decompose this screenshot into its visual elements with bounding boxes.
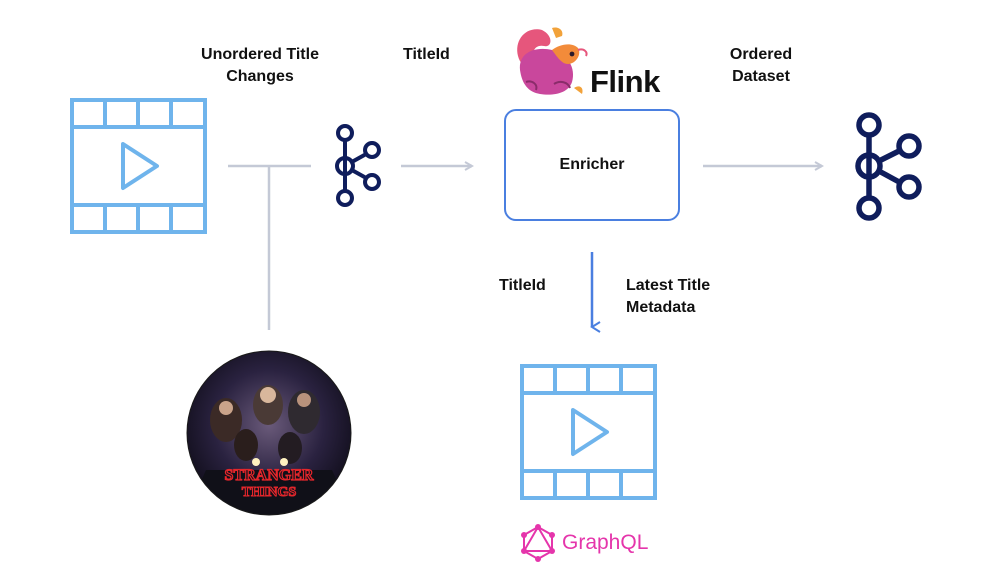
- graphql-icon: [521, 524, 555, 562]
- poster-title-line1: STRANGER: [225, 467, 314, 484]
- flink-squirrel-icon: [517, 27, 588, 95]
- kafka-icon: [335, 124, 381, 207]
- film-play-icon: [520, 364, 657, 500]
- ordered-label-line2: Dataset: [732, 68, 790, 85]
- latest-title-metadata-label: Latest Title Metadata: [626, 275, 710, 319]
- graphql-label: GraphQL: [562, 531, 649, 554]
- titleid-top-label: TitleId: [403, 46, 450, 63]
- unordered-label-line2: Changes: [226, 68, 294, 85]
- enricher-label: Enricher: [559, 156, 625, 173]
- enricher-box: Enricher: [504, 109, 680, 221]
- latest-label-line2: Metadata: [626, 299, 696, 316]
- film-play-icon: [70, 98, 207, 234]
- unordered-label-line1: Unordered Title: [201, 46, 319, 63]
- latest-label-line1: Latest Title: [626, 277, 711, 294]
- ordered-dataset-label: Ordered Dataset: [715, 44, 807, 88]
- stranger-things-poster: STRANGER THINGS: [186, 350, 352, 516]
- flink-logo-text: Flink: [590, 64, 660, 99]
- titleid-bottom-label: TitleId: [499, 277, 546, 294]
- poster-title-line2: THINGS: [242, 485, 297, 500]
- kafka-icon: [855, 112, 922, 221]
- unordered-title-changes-label: Unordered Title Changes: [190, 44, 330, 88]
- ordered-label-line1: Ordered: [729, 46, 793, 63]
